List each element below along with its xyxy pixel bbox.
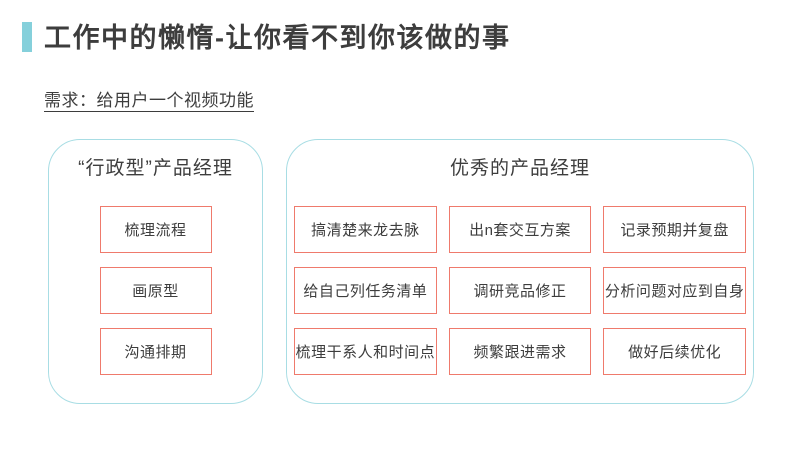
item-box: 梳理干系人和时间点 xyxy=(294,328,437,375)
item-box: 调研竞品修正 xyxy=(448,267,592,314)
item-box: 频繁跟进需求 xyxy=(448,328,592,375)
group-heading: 优秀的产品经理 xyxy=(449,158,590,179)
item-box: 画原型 xyxy=(99,267,212,314)
group-excellent-pm: 优秀的产品经理 搞清楚来龙去脉 出n套交互方案 记录预期并复盘 给自己列任务清单… xyxy=(286,139,754,404)
item-box: 梳理流程 xyxy=(99,206,212,253)
excellent-pm-item-grid: 搞清楚来龙去脉 出n套交互方案 记录预期并复盘 给自己列任务清单 调研竞品修正 … xyxy=(287,206,753,375)
item-box: 搞清楚来龙去脉 xyxy=(294,206,437,253)
item-box: 记录预期并复盘 xyxy=(603,206,746,253)
group-heading: “行政型”产品经理 xyxy=(78,158,233,179)
title-accent-bar xyxy=(22,22,32,52)
item-box: 出n套交互方案 xyxy=(448,206,592,253)
item-box: 做好后续优化 xyxy=(603,328,746,375)
group-admin-pm: “行政型”产品经理 梳理流程 画原型 沟通排期 xyxy=(48,139,263,404)
requirement-subtitle: 需求：给用户一个视频功能 xyxy=(44,91,254,110)
item-box: 沟通排期 xyxy=(99,328,212,375)
admin-pm-item-list: 梳理流程 画原型 沟通排期 xyxy=(49,206,262,375)
page-title: 工作中的懒惰-让你看不到你该做的事 xyxy=(44,23,511,53)
item-box: 给自己列任务清单 xyxy=(294,267,437,314)
item-box: 分析问题对应到自身 xyxy=(603,267,746,314)
